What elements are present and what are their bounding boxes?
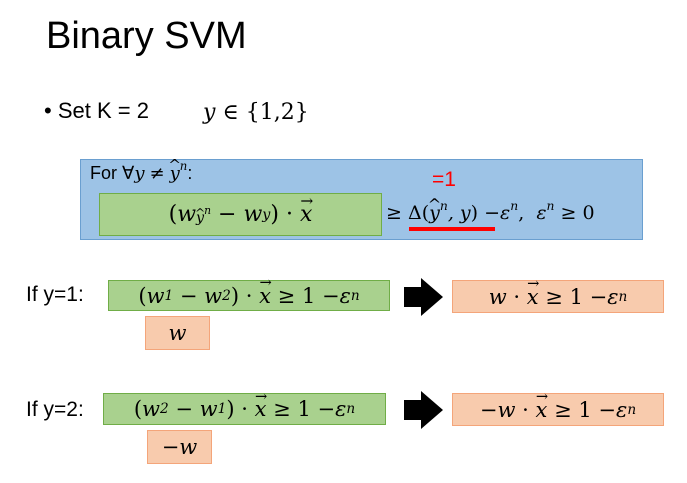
margin-annotation: =1: [432, 168, 456, 191]
for-all-condition: For ∀y ≠ yn:: [90, 160, 192, 184]
case1-label: If y=1:: [26, 283, 84, 306]
bullet-line: • Set K = 2: [44, 98, 149, 124]
delta-underline: [409, 227, 495, 231]
case1-weight-label: w: [145, 316, 210, 350]
case1-result: w · x ≥ 1 −εn: [452, 280, 664, 313]
bullet-text: Set K = 2: [57, 98, 149, 123]
case2-label: If y=2:: [26, 398, 84, 421]
case2-result: −w · x ≥ 1 −εn: [452, 393, 664, 426]
slide-title: Binary SVM: [46, 15, 247, 57]
right-arrow-icon: [404, 277, 443, 317]
label-set-expression: y ∈ {1,2}: [203, 100, 309, 125]
case1-constraint: (w1 − w2) · x ≥ 1 −εn: [108, 280, 390, 311]
weight-difference-expression: (wyn − wy) · x: [99, 193, 382, 236]
right-arrow-icon: [404, 390, 443, 430]
case2-weight-label: −w: [147, 430, 212, 464]
bullet-dot: •: [44, 98, 52, 123]
margin-constraint-rhs: ≥ Δ(yn, y) −εn, εn ≥ 0: [386, 200, 595, 224]
case2-constraint: (w2 − w1) · x ≥ 1 −εn: [103, 393, 386, 425]
